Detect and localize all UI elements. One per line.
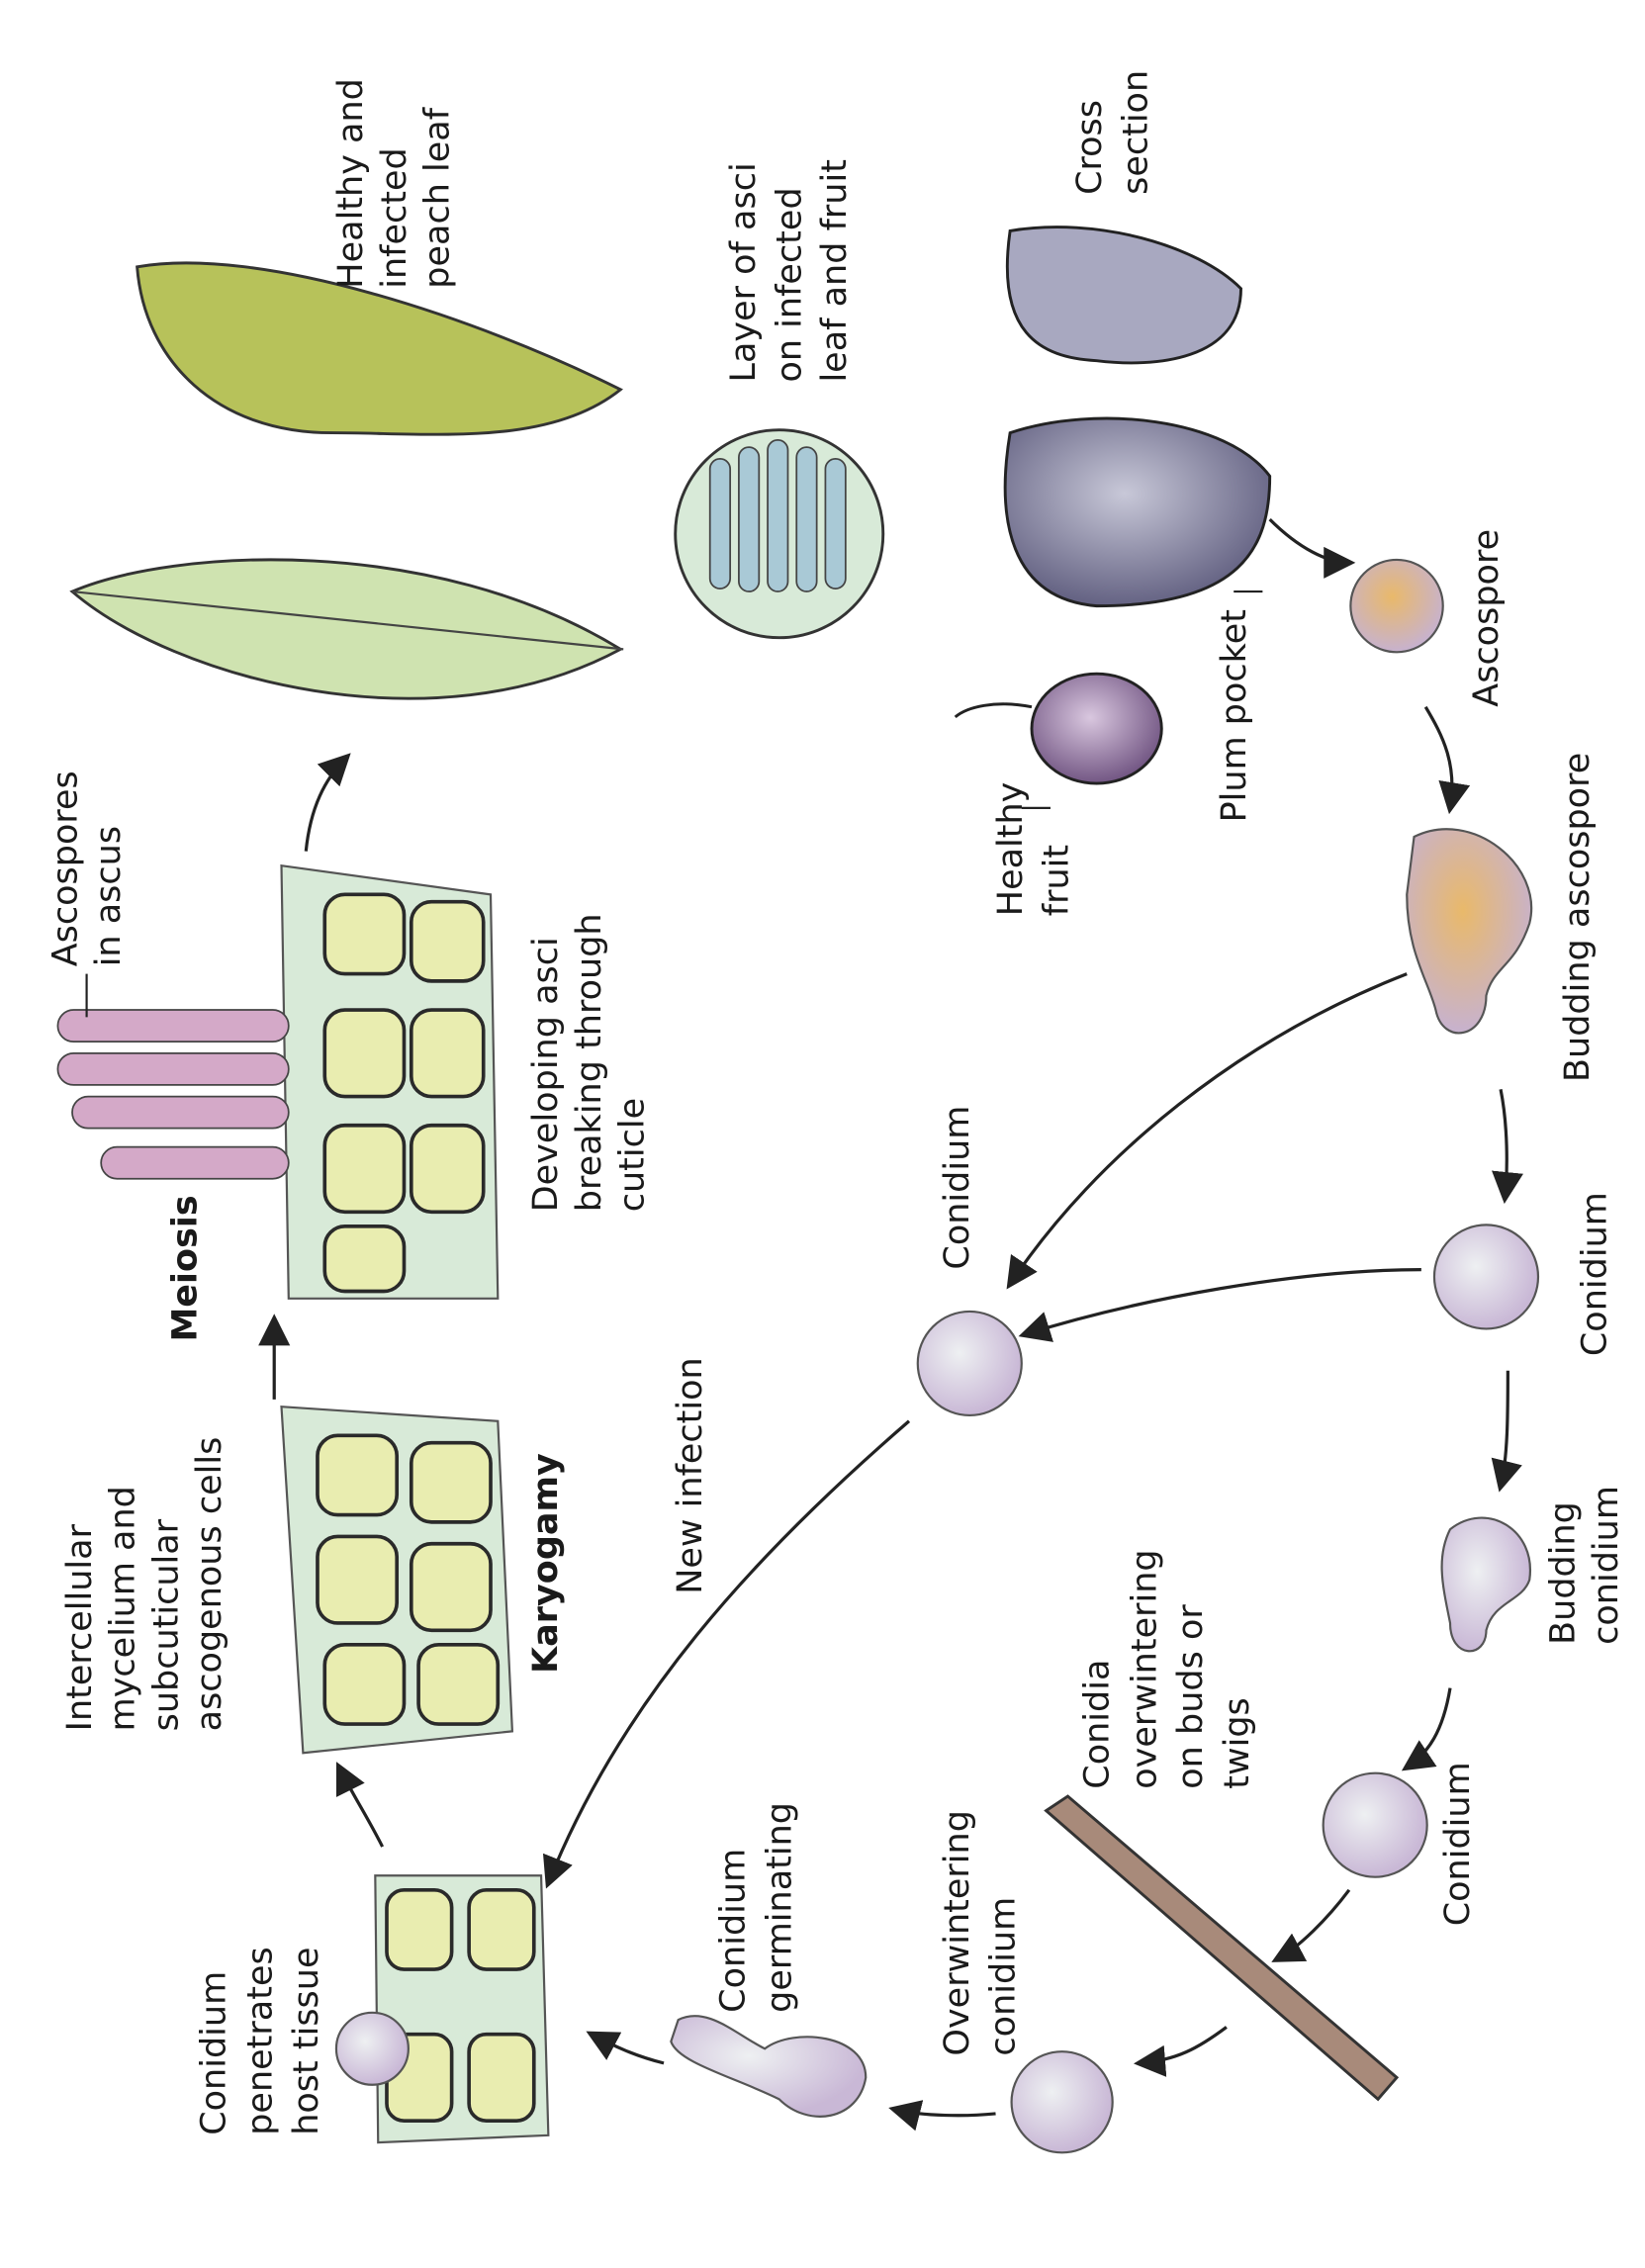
karyogamy-tissue [280, 1406, 514, 1755]
label-developing-asci-2: breaking through [570, 913, 609, 1212]
label-conidium-penetrates-1: Conidium [195, 1971, 234, 2135]
host-tissue-penetration [334, 1874, 550, 2144]
label-layer-asci-1: Layer of asci [724, 162, 764, 382]
ascospore [1349, 558, 1444, 654]
label-developing-asci-1: Developing asci [526, 937, 566, 1212]
label-conidium-penetrates-3: host tissue [287, 1947, 326, 2134]
label-budding-conidium-2: conidium [1587, 1486, 1626, 1645]
label-layer-asci-3: leaf and fruit [815, 159, 855, 382]
label-conidium-penetrates-2: penetrates [240, 1947, 280, 2135]
label-intercellular-3: subcuticular [146, 1518, 186, 1731]
label-budding-ascospore: Budding ascospore [1558, 753, 1598, 1082]
label-overwintering-conidium-1: Overwintering [938, 1810, 977, 2055]
conidium-new [916, 1310, 1023, 1417]
label-developing-asci-3: cuticle [613, 1098, 653, 1212]
conidium-lower [1322, 1771, 1428, 1878]
label-conidia-overwintering-3: on buds or [1171, 1604, 1211, 1789]
label-healthy-infected-leaf-2: infected [375, 147, 414, 288]
label-layer-asci-2: on infected [771, 187, 810, 382]
label-karyogamy: Karyogamy [526, 1453, 566, 1674]
label-healthy-infected-leaf-1: Healthy and [331, 78, 371, 289]
cycle-arrows [258, 517, 1523, 2132]
label-plum-pocket: Plum pocket [1215, 609, 1254, 822]
healthy-fruit [1030, 672, 1163, 785]
label-ascospore: Ascospore [1467, 529, 1507, 707]
conidium-right [1432, 1224, 1540, 1330]
label-ascospores-in-ascus-2: in ascus [89, 826, 129, 966]
label-new-infection: New infection [671, 1357, 710, 1594]
germinating-conidium [670, 2015, 868, 2118]
label-cross-section-2: section [1117, 70, 1156, 195]
label-conidium-new: Conidium [938, 1106, 977, 1270]
cross-section-fruit [1005, 226, 1242, 365]
budding-conidium [1440, 1516, 1532, 1653]
label-intercellular-1: Intercellular [60, 1523, 100, 1731]
label-conidia-overwintering-2: overwintering [1125, 1549, 1164, 1788]
budding-ascospore [1406, 828, 1533, 1035]
label-overwintering-conidium-2: conidium [984, 1897, 1024, 2056]
leader-lines [85, 590, 1263, 1018]
label-conidia-overwintering-1: Conidia [1077, 1660, 1117, 1789]
infected-leaf [136, 261, 623, 436]
label-conidia-overwintering-4: twigs [1218, 1697, 1257, 1789]
label-budding-conidium-1: Budding [1543, 1501, 1583, 1645]
label-meiosis: Meiosis [165, 1195, 205, 1341]
healthy-leaf [69, 558, 624, 700]
label-conidium-lower: Conidium [1438, 1762, 1478, 1926]
label-healthy-fruit-2: fruit [1037, 845, 1076, 916]
label-conidium-germinating-2: germinating [760, 1802, 799, 2013]
label-conidium-right: Conidium [1576, 1192, 1615, 1356]
plum-pocket-fruit [1003, 416, 1272, 608]
label-intercellular-2: mycelium and [104, 1486, 143, 1731]
label-cross-section-1: Cross [1070, 100, 1110, 195]
label-healthy-infected-leaf-3: peach leaf [418, 107, 458, 288]
twig [1044, 1794, 1400, 2102]
label-healthy-fruit-1: Healthy [991, 782, 1031, 917]
developing-asci-tissue [56, 863, 500, 1300]
overwintering-conidium [1010, 2050, 1114, 2154]
label-conidium-germinating-1: Conidium [714, 1849, 754, 2013]
label-ascospores-in-ascus-1: Ascospores [46, 771, 85, 966]
label-intercellular-4: ascogenous cells [190, 1437, 229, 1732]
